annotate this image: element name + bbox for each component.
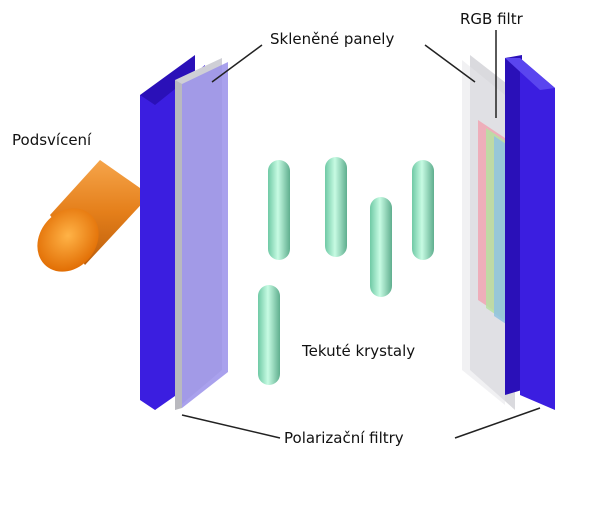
leader-line-polarizer-left [181, 414, 281, 439]
label-liquid-crystals: Tekuté krystaly [302, 342, 416, 360]
crystal-rod [370, 197, 392, 297]
leader-line-polarizer-right [454, 407, 541, 439]
leader-line-glass-right [424, 44, 476, 83]
leader-line-glass-left [211, 44, 263, 83]
crystal-rod [412, 160, 434, 260]
right-polarizer [505, 55, 555, 410]
label-rgb-filter: RGB filtr [460, 10, 523, 28]
left-glass-panel [175, 58, 228, 410]
crystal-rod [268, 160, 290, 260]
backlight-tube [37, 160, 150, 272]
liquid-crystals [258, 157, 434, 385]
crystal-rod [325, 157, 347, 257]
label-glass-panels: Skleněné panely [270, 30, 395, 48]
leader-lines [181, 30, 541, 439]
right-glass-front [462, 60, 505, 405]
label-backlight: Podsvícení [12, 131, 92, 149]
crystal-rod [258, 285, 280, 385]
label-polarizing-filters: Polarizační filtry [284, 429, 404, 447]
